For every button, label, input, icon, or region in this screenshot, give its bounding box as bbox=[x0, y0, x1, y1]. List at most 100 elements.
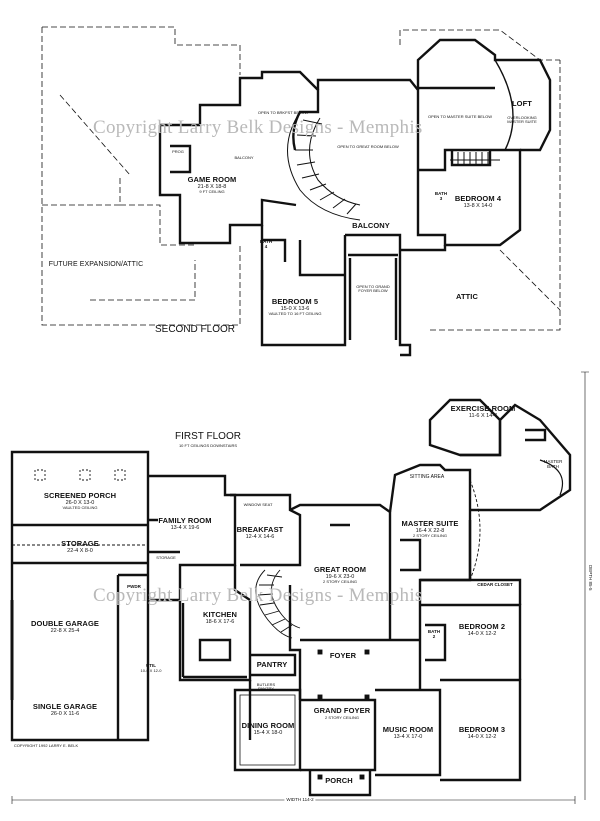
open-great-room-note: OPEN TO GREAT ROOM BELOW bbox=[337, 144, 399, 149]
bedroom3-name: BEDROOM 3 bbox=[458, 725, 506, 734]
util-dims: 10-0 X 12-0 bbox=[140, 667, 162, 673]
screened-porch-label: SCREENED PORCH 26-0 X 13-0 VAULTED CEILI… bbox=[44, 492, 116, 510]
screened-porch-name: SCREENED PORCH bbox=[43, 491, 117, 500]
bedroom3-label: BEDROOM 3 14-0 X 12-2 bbox=[459, 726, 505, 740]
game-room-note: 9 FT CEILING bbox=[199, 189, 225, 194]
second-floor-attic-outline bbox=[41, 26, 561, 331]
cedar-closet-label: CEDAR CLOSET bbox=[477, 582, 513, 587]
loft-name: LOFT bbox=[512, 99, 532, 108]
open-foyer-note: OPEN TO GRAND FOYER BELOW bbox=[356, 285, 389, 293]
master-bath-name2: BATH bbox=[547, 463, 559, 469]
open-master-note: OPEN TO MASTER SUITE BELOW bbox=[427, 114, 493, 119]
bath2-name: BATH bbox=[427, 629, 441, 634]
loft-label: LOFT OVERLOOKING MASTER SUITE bbox=[507, 100, 537, 124]
breakfast-label: BREAKFAST 12-4 X 14-6 bbox=[237, 526, 284, 540]
bath4-label: BATH 4 bbox=[259, 239, 273, 249]
master-bath-label: MASTER BATH bbox=[543, 459, 563, 469]
storage-dims: 22-4 X 8-0 bbox=[67, 547, 93, 554]
music-room-label: MUSIC ROOM 13-4 X 17-0 bbox=[383, 726, 434, 740]
family-room-name: FAMILY ROOM bbox=[158, 516, 212, 525]
copyright-watermark-top: Copyright Larry Belk Designs - Memphis bbox=[93, 117, 423, 138]
master-suite-name: MASTER SUITE bbox=[401, 519, 459, 528]
exercise-room-dims: 11-6 X 14-4 bbox=[468, 412, 498, 419]
kitchen-dims: 18-6 X 17-6 bbox=[205, 618, 235, 625]
util-name: UTIL bbox=[146, 663, 156, 668]
bath2-num: 2 bbox=[432, 633, 436, 639]
width-dimension: WIDTH 114-2 bbox=[284, 797, 316, 803]
family-room-dims: 13-4 X 19-6 bbox=[170, 524, 200, 531]
kitchen-label: KITCHEN 18-6 X 17-6 bbox=[203, 611, 237, 625]
storage-name: STORAGE bbox=[61, 539, 99, 548]
bedroom4-dims: 13-8 X 14-0 bbox=[463, 202, 493, 209]
loft-note2: MASTER SUITE bbox=[507, 118, 537, 124]
master-suite-label: MASTER SUITE 16-4 X 22-8 2 STORY CEILING bbox=[401, 520, 458, 538]
single-garage-name: SINGLE GARAGE bbox=[32, 702, 98, 711]
master-bath-name: MASTER bbox=[543, 459, 563, 464]
bath3-name: BATH bbox=[434, 191, 448, 196]
bedroom2-dims: 14-0 X 12-2 bbox=[467, 630, 497, 637]
first-floor-heading: FIRST FLOOR bbox=[175, 431, 241, 442]
single-garage-label: SINGLE GARAGE 26-0 X 11-6 bbox=[33, 703, 97, 717]
grand-foyer-note: 2 STORY CEILING bbox=[324, 714, 359, 720]
first-floor-walls bbox=[10, 398, 572, 797]
bedroom5-label: BEDROOM 5 15-0 X 13-6 VAULTED TO 16 FT C… bbox=[269, 298, 322, 316]
family-room-label: FAMILY ROOM 13-4 X 19-6 bbox=[158, 517, 211, 531]
game-room-label: GAME ROOM 21-8 X 18-8 9 FT CEILING bbox=[188, 176, 237, 194]
bedroom2-label: BEDROOM 2 14-0 X 12-2 bbox=[459, 623, 505, 637]
exercise-room-name: EXERCISE ROOM bbox=[450, 404, 516, 413]
grand-foyer-label: GRAND FOYER 2 STORY CEILING bbox=[314, 707, 371, 720]
open-foyer-note-1: OPEN TO GRAND bbox=[356, 284, 390, 289]
foyer-label: FOYER bbox=[329, 651, 357, 660]
great-room-note: 2 STORY CEILING bbox=[322, 579, 358, 584]
exercise-room-label: EXERCISE ROOM 11-6 X 14-4 bbox=[451, 405, 516, 419]
dining-room-name: DINING ROOM bbox=[241, 721, 295, 730]
second-floor-heading: SECOND FLOOR bbox=[154, 324, 236, 335]
double-garage-name: DOUBLE GARAGE bbox=[31, 619, 99, 628]
bedroom5-name: BEDROOM 5 bbox=[271, 297, 319, 306]
loft-note1: OVERLOOKING bbox=[507, 114, 537, 120]
attic-label: ATTIC bbox=[455, 292, 479, 301]
prog-note: PROG bbox=[172, 149, 184, 154]
game-room-name: GAME ROOM bbox=[187, 175, 237, 184]
pantry-label: PANTRY bbox=[256, 660, 288, 669]
breakfast-dims: 12-4 X 14-6 bbox=[245, 533, 275, 540]
breakfast-name: BREAKFAST bbox=[236, 525, 284, 534]
music-room-dims: 13-4 X 17-0 bbox=[393, 733, 423, 740]
first-floor-heading-block: FIRST FLOOR 10 FT CEILINGS DOWNSTAIRS bbox=[175, 432, 241, 448]
bath4-name: BATH bbox=[259, 239, 273, 244]
single-garage-dims: 26-0 X 11-6 bbox=[50, 710, 80, 717]
first-floor-subheading: 10 FT CEILINGS DOWNSTAIRS bbox=[178, 443, 238, 448]
bath3-label: BATH 3 bbox=[434, 191, 448, 201]
bedroom2-name: BEDROOM 2 bbox=[458, 622, 506, 631]
double-garage-label: DOUBLE GARAGE 22-8 X 25-4 bbox=[31, 620, 99, 634]
open-breakfast-note: OPEN TO BRKFST BELOW bbox=[257, 110, 309, 115]
copyright-note: COPYRIGHT 1992 LARRY E. BELK bbox=[13, 743, 79, 748]
storage-label: STORAGE 22-4 X 8-0 bbox=[61, 540, 99, 554]
bath3-num: 3 bbox=[439, 195, 443, 201]
dining-room-dims: 15-4 X 18-0 bbox=[253, 729, 283, 736]
bedroom4-label: BEDROOM 4 13-8 X 14-0 bbox=[455, 195, 501, 209]
second-floor-stair bbox=[287, 59, 514, 221]
open-foyer-note-2: FOYER BELOW bbox=[358, 288, 388, 293]
grand-foyer-name: GRAND FOYER bbox=[313, 706, 371, 715]
game-room-dims: 21-8 X 18-8 bbox=[197, 183, 227, 190]
screened-porch-note: VAULTED CEILING bbox=[62, 505, 98, 510]
copyright-watermark-bottom: Copyright Larry Belk Designs - Memphis bbox=[93, 585, 423, 606]
master-suite-note: 2 STORY CEILING bbox=[412, 533, 448, 538]
util-label: UTIL 10-0 X 12-0 bbox=[140, 663, 162, 673]
bedroom5-note: VAULTED TO 16 FT CEILING bbox=[268, 311, 322, 316]
porch-label: PORCH bbox=[325, 776, 353, 785]
bedroom4-name: BEDROOM 4 bbox=[454, 194, 502, 203]
pwdr-label: PWDR bbox=[127, 584, 141, 589]
double-garage-dims: 22-8 X 25-4 bbox=[50, 627, 80, 634]
bath4-num: 4 bbox=[264, 243, 268, 249]
bath2-label: BATH 2 bbox=[427, 629, 441, 639]
screened-porch-dims: 26-0 X 13-0 bbox=[65, 499, 95, 506]
bedroom3-dims: 14-0 X 12-2 bbox=[467, 733, 497, 740]
kitchen-name: KITCHEN bbox=[202, 610, 238, 619]
great-room-name: GREAT ROOM bbox=[313, 565, 367, 574]
bedroom5-dims: 15-0 X 13-6 bbox=[280, 305, 310, 312]
depth-dimension: DEPTH 85-5 bbox=[588, 565, 593, 591]
butlers-pantry-name: BUTLERS bbox=[256, 682, 276, 687]
master-suite-dims: 16-4 X 22-8 bbox=[415, 527, 445, 534]
